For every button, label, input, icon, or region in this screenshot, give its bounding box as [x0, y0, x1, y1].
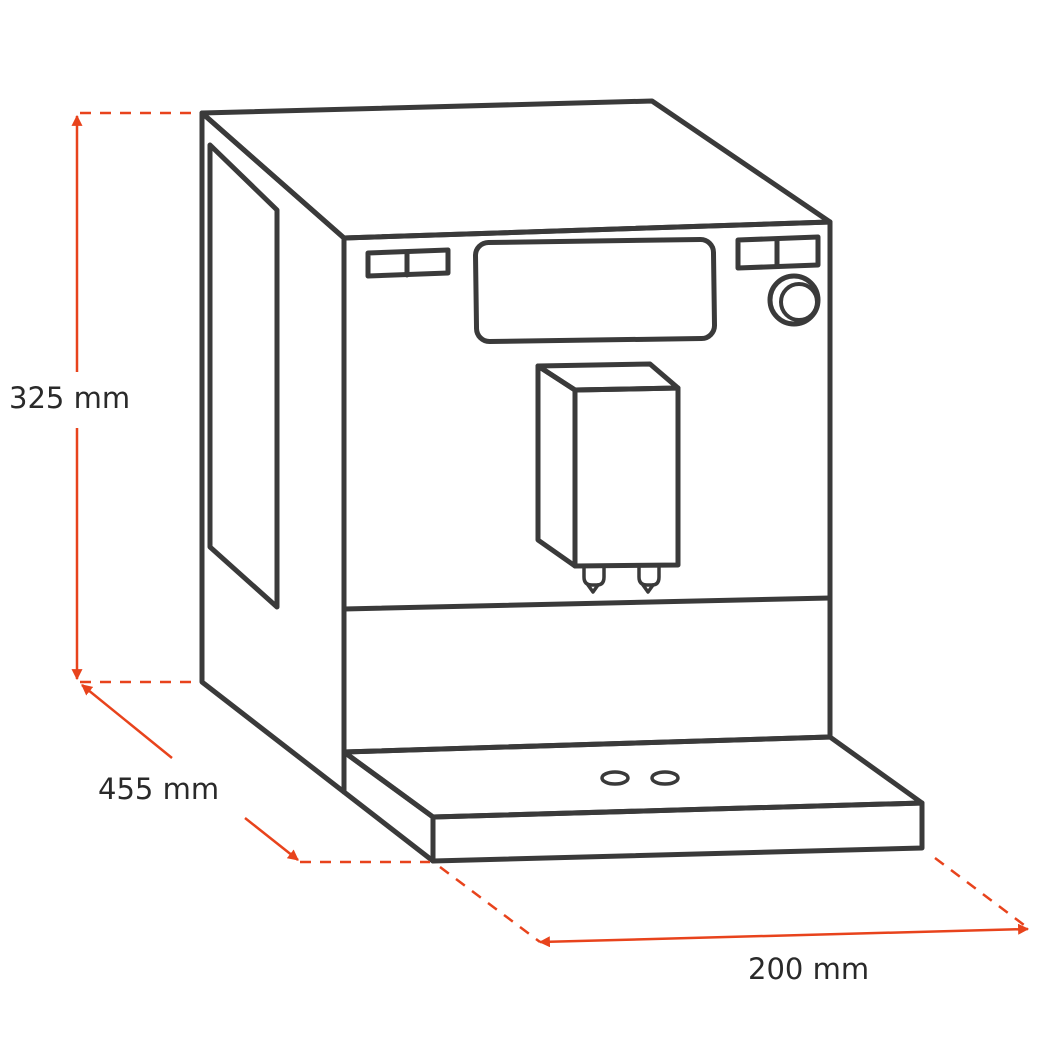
coffee-outlet: [535, 361, 681, 594]
width-arrow: [538, 923, 1030, 948]
width-dimension: 200 mm: [439, 857, 1030, 986]
display-screen: [473, 237, 718, 344]
depth-label: 455 mm: [98, 772, 219, 806]
left-control-buttons: [365, 247, 451, 279]
right-control-buttons: [735, 234, 821, 271]
depth-arrow-upper: [81, 684, 173, 759]
height-label: 325 mm: [9, 381, 130, 415]
height-dimension: 325 mm: [9, 111, 200, 684]
machine-left-side: [199, 110, 347, 795]
rotary-knob: [767, 273, 821, 327]
side-panel: [207, 142, 280, 610]
machine-front-face: [341, 219, 833, 755]
drip-tray: [341, 734, 925, 864]
depth-arrow-lower: [244, 817, 299, 861]
front-divider-line: [341, 595, 833, 612]
width-label: 200 mm: [748, 952, 869, 986]
coffee-machine: [199, 98, 925, 864]
machine-top-face: [199, 98, 833, 241]
depth-dimension: 455 mm: [81, 684, 430, 864]
